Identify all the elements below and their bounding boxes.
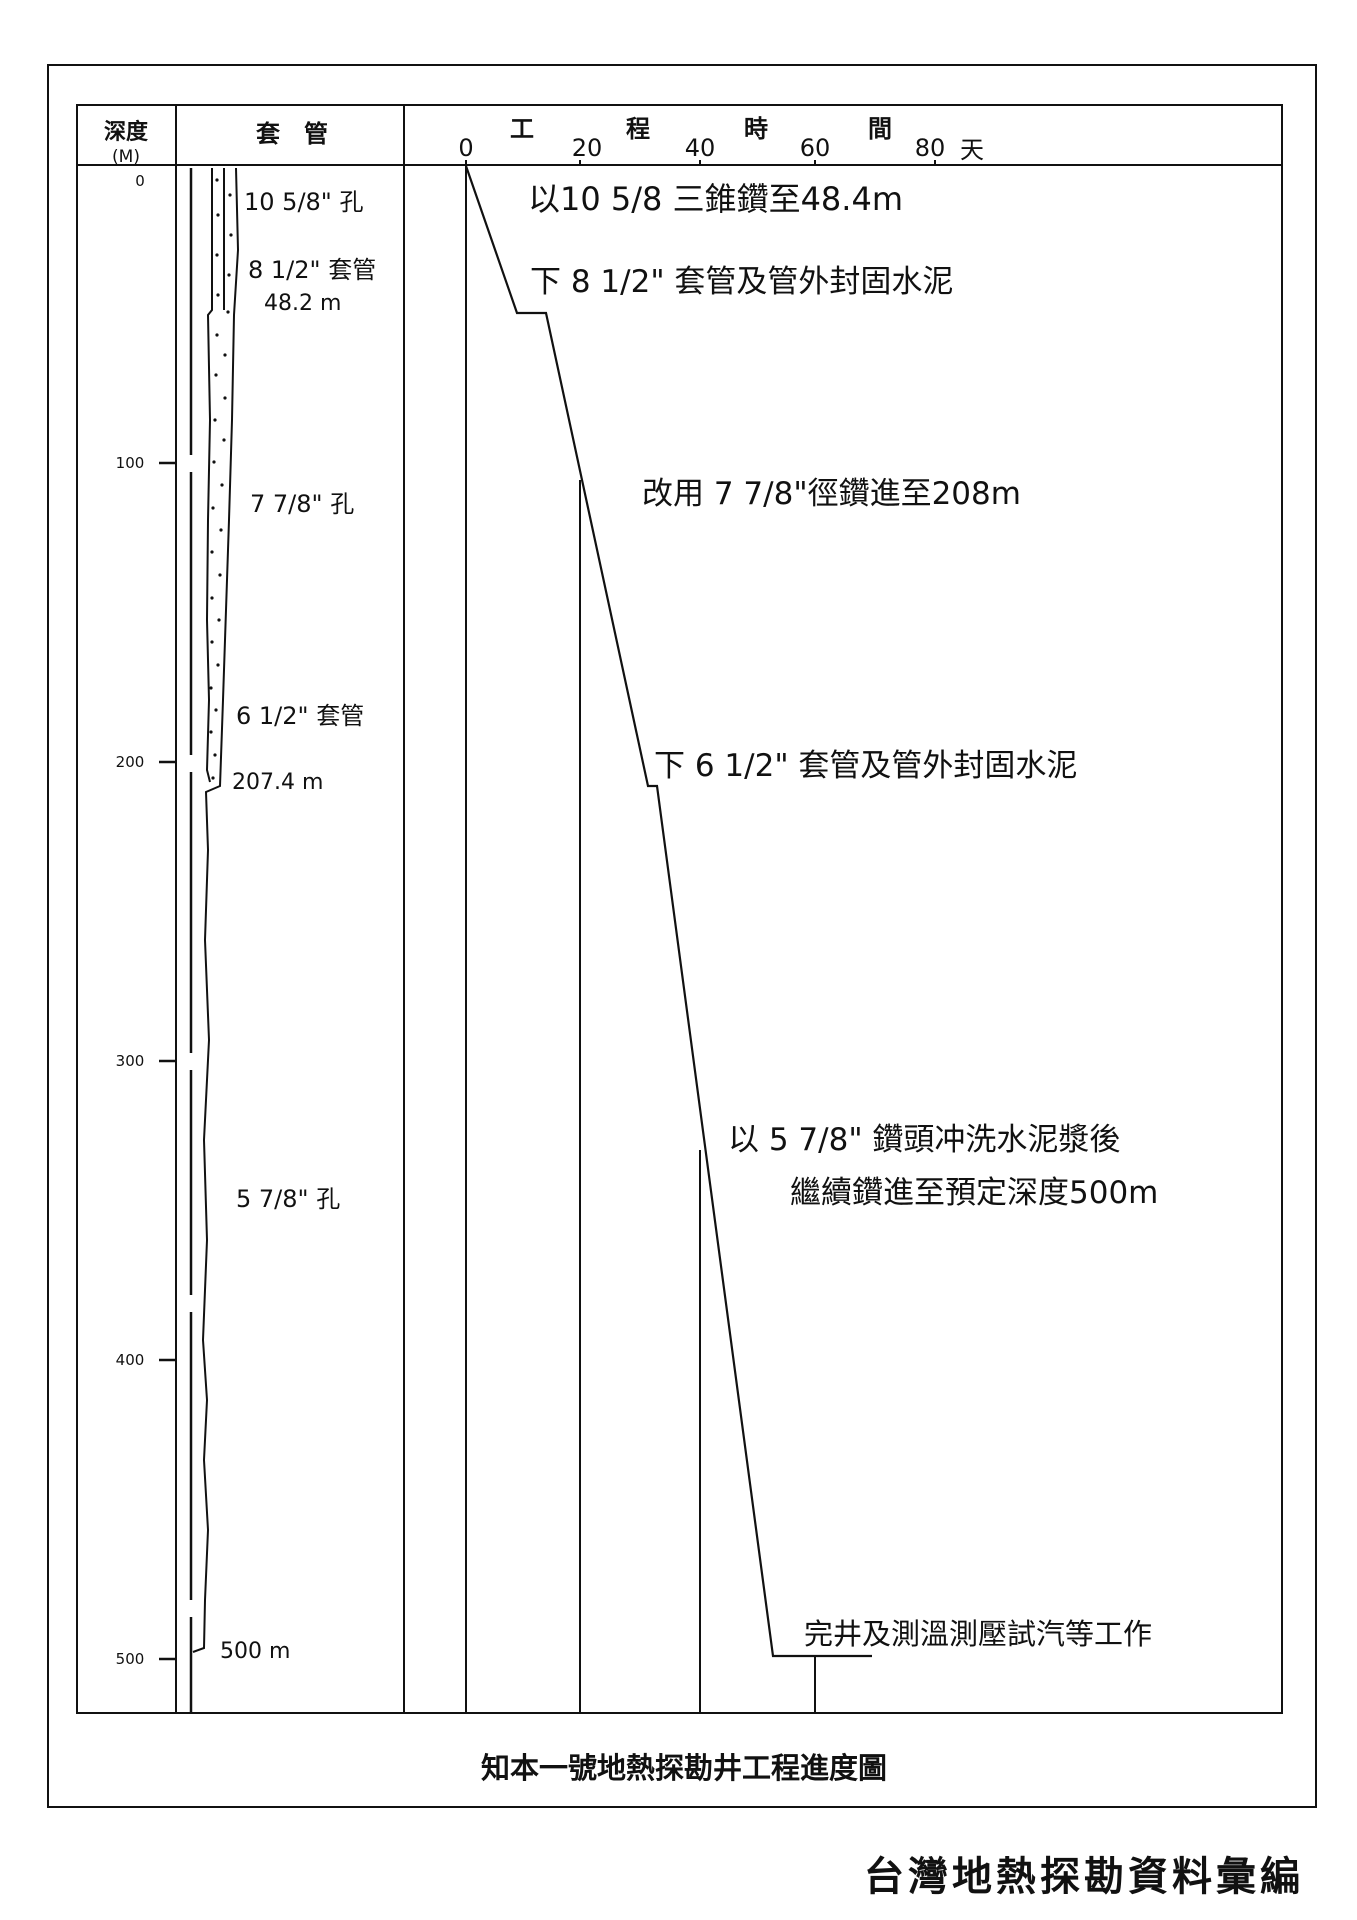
progress-line [464, 165, 872, 1658]
casing-outer [205, 168, 213, 783]
progress-notes: 以10 5/8 三錐鑽至48.4m 下 8 1/2" 套管及管外封固水泥 改用 … [528, 180, 1158, 1651]
time-header-char-3: 時 [744, 115, 768, 143]
label-casing-mid: 6 1/2" 套管 [236, 702, 364, 730]
time-gridlines [465, 165, 816, 1713]
label-hole-mid: 7 7/8" 孔 [250, 490, 354, 518]
note-drill-48: 以10 5/8 三錐鑽至48.4m [528, 180, 903, 218]
casing-header: 套 管 [256, 120, 328, 148]
well-schematic: 10 5/8" 孔 8 1/2" 套管 48.2 m 7 7/8" 孔 6 1/… [189, 167, 376, 1713]
cement-fill [209, 178, 233, 780]
depth-tick-400: 400 [116, 1351, 145, 1369]
chart-frame [76, 104, 1283, 1714]
label-hole-top: 10 5/8" 孔 [244, 188, 363, 216]
depth-header: 深度 [104, 119, 149, 145]
time-tick-20: 20 [572, 134, 603, 162]
depth-tick-500: 500 [116, 1650, 145, 1668]
label-casing-mid-depth: 207.4 m [232, 770, 323, 795]
label-hole-bottom: 5 7/8" 孔 [236, 1185, 340, 1213]
label-casing-top: 8 1/2" 套管 [248, 256, 376, 284]
time-tick-80: 80 [915, 134, 946, 162]
depth-tick-0: 0 [135, 172, 145, 190]
label-total-depth: 500 m [220, 1639, 290, 1664]
time-tick-60: 60 [800, 134, 831, 162]
time-tick-40: 40 [685, 134, 716, 162]
time-unit: 天 [960, 136, 984, 164]
depth-axis: 0 100 200 300 400 500 [116, 172, 176, 1668]
time-tick-0: 0 [458, 134, 473, 162]
publication-title: 台灣地熱探勘資料彙編 [864, 1854, 1304, 1900]
depth-unit: (M) [112, 147, 140, 167]
label-casing-top-depth: 48.2 m [264, 291, 341, 316]
hole-wall [192, 167, 240, 1653]
depth-tick-100: 100 [116, 454, 145, 472]
note-drill-500: 繼續鑽進至預定深度500m [790, 1175, 1158, 1211]
outer-frame [47, 64, 1317, 1808]
depth-tick-200: 200 [116, 753, 145, 771]
chart-caption: 知本一號地熱探勘井工程進度圖 [481, 1751, 887, 1785]
note-casing-6-half: 下 6 1/2" 套管及管外封固水泥 [654, 748, 1077, 784]
depth-tick-300: 300 [116, 1052, 145, 1070]
note-flush-cement: 以 5 7/8" 鑽頭冲洗水泥漿後 [728, 1122, 1120, 1158]
time-header-char-1: 工 [510, 115, 534, 143]
note-completion: 完井及測溫測壓試汽等工作 [804, 1617, 1152, 1651]
time-header-char-4: 間 [868, 115, 892, 143]
note-casing-8-half: 下 8 1/2" 套管及管外封固水泥 [530, 264, 953, 300]
time-header-char-2: 程 [626, 115, 650, 143]
note-drill-208: 改用 7 7/8"徑鑽進至208m [642, 476, 1021, 512]
